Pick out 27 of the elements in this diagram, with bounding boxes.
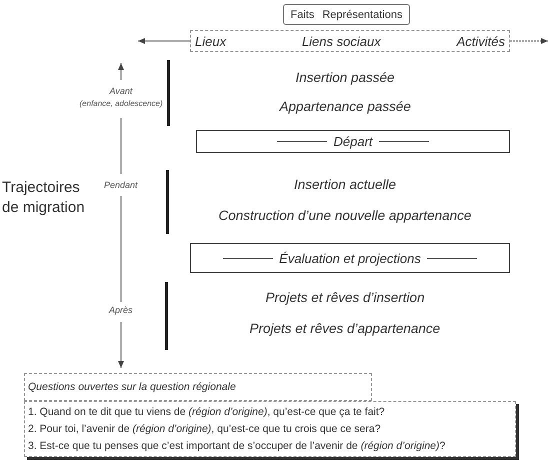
stage-label: Insertion passée (296, 70, 395, 85)
period-label: Avant (110, 86, 132, 96)
period-label: Après (109, 305, 133, 315)
box-label: Représentations (322, 8, 402, 20)
box-label: Départ (333, 134, 373, 149)
period-note: (enfance, adolescence) (80, 99, 163, 108)
stage-label: Projets et rêves d’insertion (266, 290, 425, 305)
stage-label: Appartenance passée (280, 99, 411, 114)
box-label: Liens sociaux (302, 34, 381, 48)
period-label: Pendant (104, 180, 138, 190)
stage-label: Projets et rêves d’appartenance (250, 321, 440, 336)
box-label: Activités (456, 34, 505, 48)
header-box (283, 4, 410, 25)
box-label: Lieux (195, 34, 226, 48)
dimension-box (190, 30, 510, 52)
stage-box (196, 130, 510, 153)
question-box (24, 401, 516, 457)
question-text: 3. Est-ce que tu penses que c’est important de s’occuper de l’avenir de (région d’origine)? (28, 438, 446, 454)
question-text: 2. Pour toi, l’avenir de (région d’origine), qu’est-ce que tu crois que ce sera? (28, 422, 381, 436)
table-header (24, 373, 372, 401)
stage-box (190, 243, 510, 273)
box-label: Faits (290, 8, 314, 20)
header-text: Questions ouvertes sur la question régionale (28, 381, 236, 393)
stage-label: Insertion actuelle (294, 177, 396, 192)
question-text: 1. Quand on te dit que tu viens de (région d’origine), qu’est-ce que ça te fait? (28, 404, 385, 420)
stage-label: Construction d’une nouvelle appartenance (218, 208, 472, 223)
box-label: Évaluation et projections (279, 250, 421, 266)
